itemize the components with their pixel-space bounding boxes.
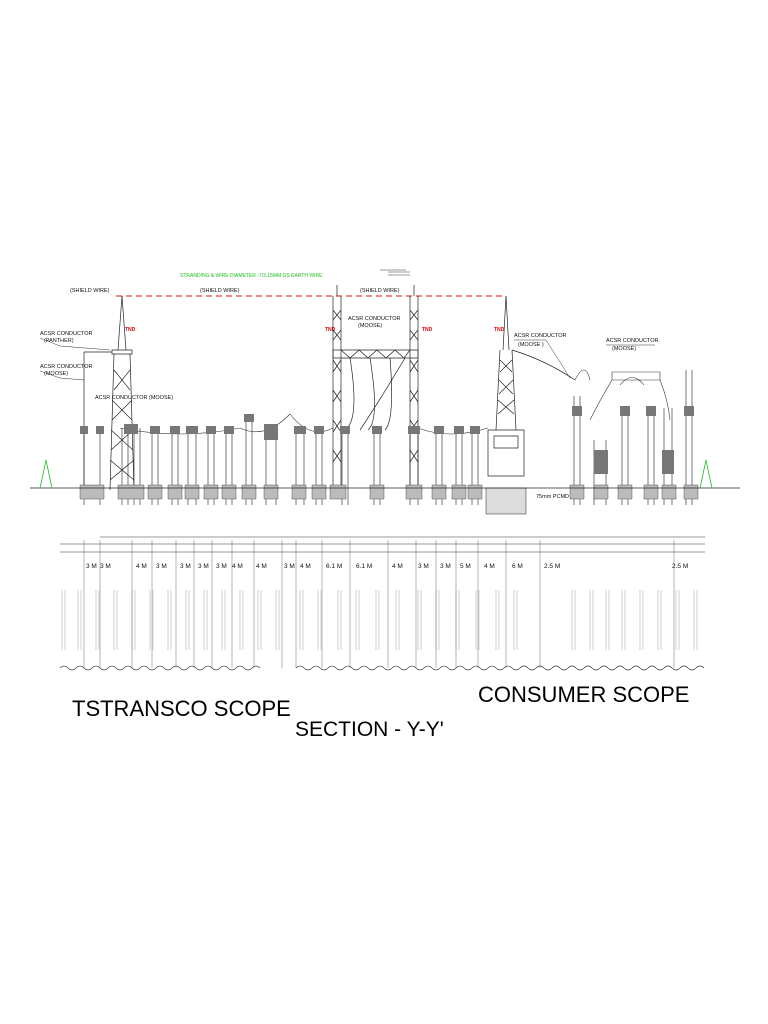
- dimension-lines: [60, 537, 705, 552]
- conductor-label-moose-2: ACSR CONDUCTOR (MOOSE): [95, 395, 173, 401]
- tnd-tag-4: TND: [494, 327, 505, 333]
- tnd-tag-2: TND: [325, 327, 336, 333]
- dimension-label: 2.5 M: [544, 563, 560, 570]
- dimension-label: 4 M: [232, 563, 243, 570]
- wavy-line-right: [296, 666, 704, 670]
- dimension-label: 3 M: [180, 563, 191, 570]
- conductor-label-panther-sub: (PANTHER): [44, 338, 74, 344]
- dimension-label: 3 M: [216, 563, 227, 570]
- dimension-label: 4 M: [484, 563, 495, 570]
- dimension-label: 4 M: [300, 563, 311, 570]
- conductor-label-moose-1: ACSR CONDUCTOR: [40, 364, 92, 370]
- dimension-label: 6 M: [512, 563, 523, 570]
- dimension-label: 3 M: [86, 563, 97, 570]
- shield-wire-label-3: (SHIELD WIRE): [360, 288, 400, 294]
- dimension-label: 3 M: [418, 563, 429, 570]
- dimension-label: 3 M: [100, 563, 111, 570]
- dimension-label: 3 M: [284, 563, 295, 570]
- conductor-label-moose-3-sub: (MOOSE): [358, 323, 382, 329]
- end-markers: [40, 460, 712, 488]
- dimension-label: 3 M: [440, 563, 451, 570]
- conductor-label-moose-3: ACSR CONDUCTOR: [348, 316, 400, 322]
- foundation-block: [486, 488, 526, 514]
- dimension-label: 3 M: [198, 563, 209, 570]
- dimension-label: 4 M: [392, 563, 403, 570]
- incoming-tower: [84, 296, 134, 490]
- conductor-label-moose-4-sub: (MOOSE ): [518, 342, 544, 348]
- scope-right-title: CONSUMER SCOPE: [478, 682, 689, 707]
- dimension-label: 6.1 M: [326, 563, 342, 570]
- conductor-label-panther: ACSR CONDUCTOR: [40, 331, 92, 337]
- wavy-line-left: [60, 666, 260, 670]
- tnd-tag-3: TND: [422, 327, 433, 333]
- dimension-label: 2.5 M: [672, 563, 688, 570]
- right-tower: [488, 296, 575, 476]
- top-tag: [380, 270, 410, 275]
- conductor-label-moose-5-sub: (MOOSE): [612, 346, 636, 352]
- dimension-label: 4 M: [136, 563, 147, 570]
- gravel-label: 75mm PCMD: [536, 494, 569, 500]
- conductor-spans: [120, 370, 670, 434]
- dimension-label: 5 M: [460, 563, 471, 570]
- label-leaders: [40, 338, 655, 380]
- dimension-label: 6.1 M: [356, 563, 372, 570]
- plinths: [80, 485, 698, 499]
- scope-left-title: TSTRANSCO SCOPE: [72, 696, 291, 721]
- earth-wire-note: STRANDING & WIRE DIAMETER -7/3.15MM GS E…: [180, 273, 323, 279]
- section-title: SECTION - Y-Y': [295, 718, 444, 741]
- equipment-descriptions: [62, 590, 697, 650]
- conductor-label-moose-4: ACSR CONDUCTOR: [514, 333, 566, 339]
- shield-wire-label-1: (SHIELD WIRE): [70, 288, 110, 294]
- conductor-label-moose-5: ACSR CONDUCTOR: [606, 338, 658, 344]
- central-gantry: [333, 285, 418, 490]
- dimension-label: 4 M: [256, 563, 267, 570]
- tnd-tag-1: TND: [125, 327, 136, 333]
- shield-wire-label-2: (SHIELD WIRE): [200, 288, 240, 294]
- equipment-columns: [84, 370, 692, 505]
- dimension-label: 3 M: [156, 563, 167, 570]
- insulator-caps: [80, 406, 694, 474]
- conductor-label-moose-1-sub: (MOOSE): [44, 371, 68, 377]
